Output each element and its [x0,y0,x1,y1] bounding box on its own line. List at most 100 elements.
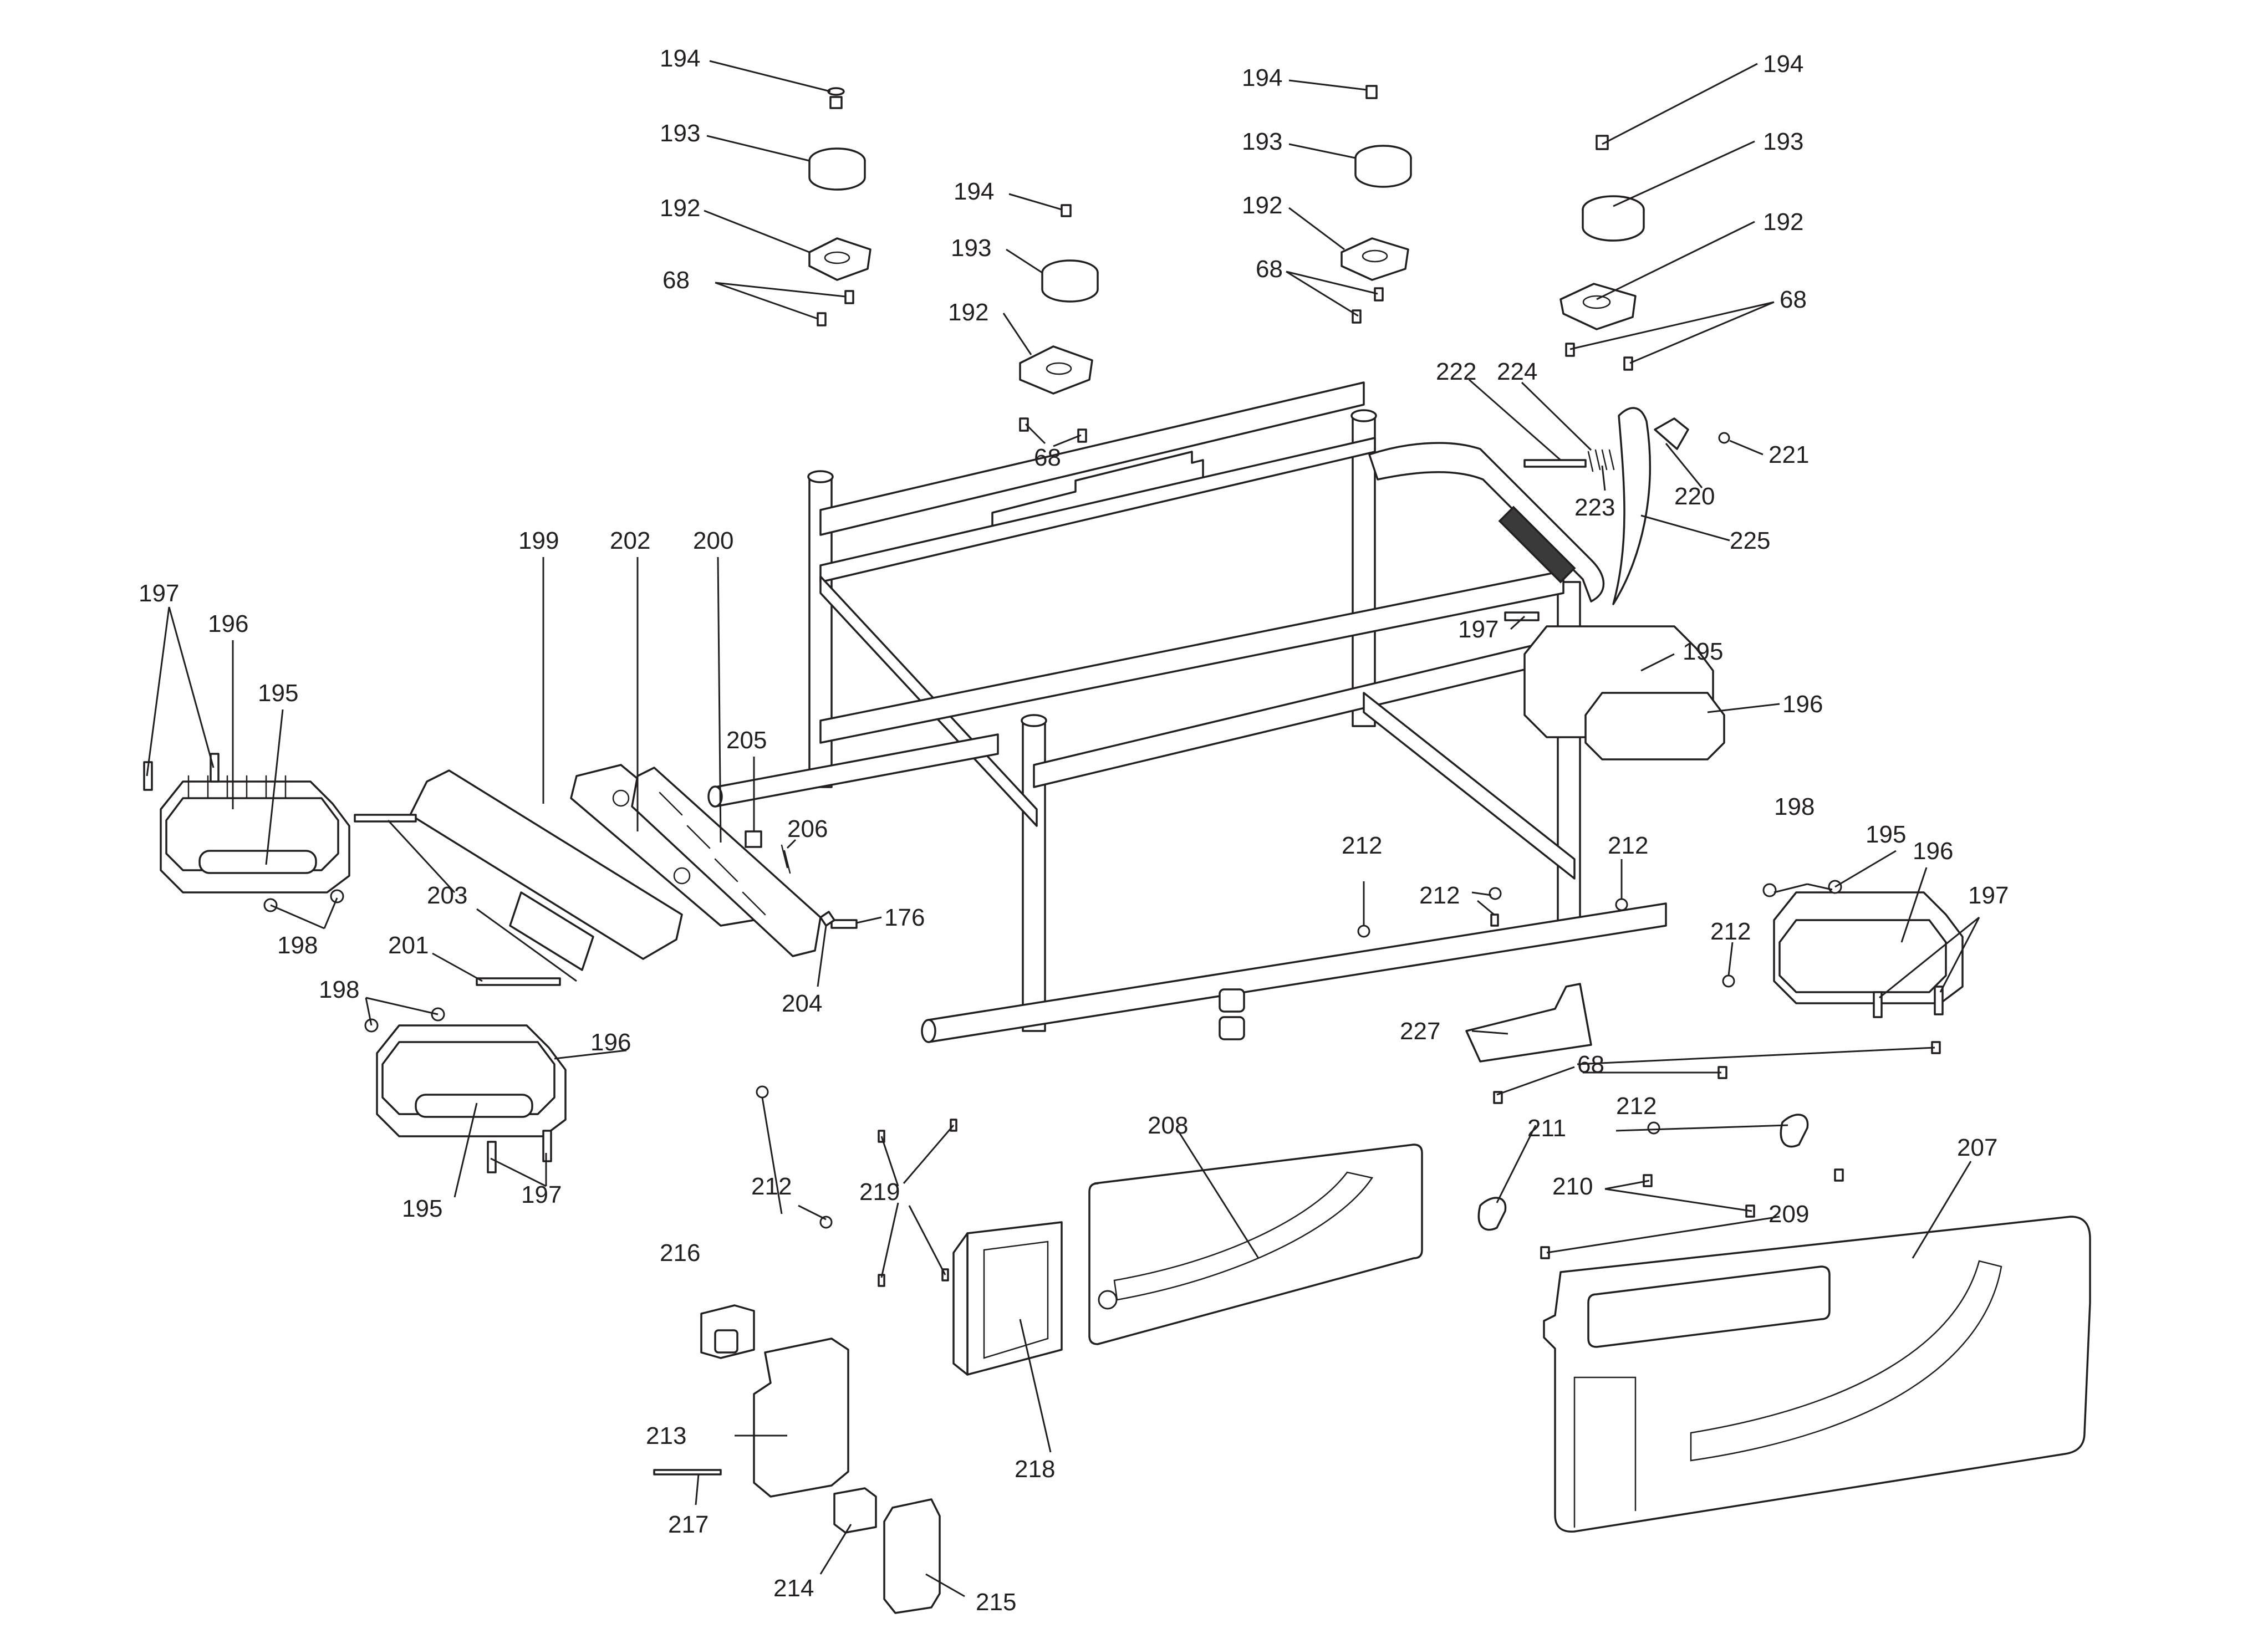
callout-212-e: 212 [751,1173,792,1200]
rack-200 [631,767,822,957]
support-foot-assembly-3 [1341,85,1412,324]
callout-68-a: 68 [662,267,690,294]
callout-196-d: 196 [1913,838,1953,865]
callout-193-d: 193 [1763,128,1803,155]
callout-204: 204 [782,990,822,1017]
badge [198,850,317,874]
callout-216: 216 [660,1239,700,1267]
leader-lines [146,60,1980,1597]
callout-211: 211 [1527,1115,1566,1142]
nut-212 [1357,925,1370,938]
callout-217: 217 [668,1511,709,1538]
callout-212-f: 212 [1616,1092,1657,1120]
callout-196-b: 196 [590,1029,631,1056]
small-hardware-left [354,814,858,986]
wheel-assembly-left-bottom [364,1007,567,1173]
stand-frame [707,381,1667,1043]
callout-194-b: 194 [954,178,994,205]
leveling-foot [1219,988,1245,1013]
lever-225 [1612,407,1652,605]
switch-parts [653,1119,957,1614]
callout-201: 201 [388,932,429,959]
callout-197-a: 197 [139,580,179,607]
bolt-222 [1523,459,1587,468]
callout-224: 224 [1497,358,1537,385]
screw-194 [829,96,843,109]
support-foot-assembly-1 [808,87,871,326]
callout-192-b: 192 [948,299,988,326]
callout-68-b: 68 [1034,444,1061,471]
callout-212-c: 212 [1608,832,1648,859]
housing-207 [1543,1216,2091,1533]
callout-219: 219 [859,1178,900,1206]
callout-195-c: 195 [1683,638,1723,665]
callout-208: 208 [1148,1112,1188,1139]
nut-221 [1718,432,1730,444]
pin-203 [354,814,417,823]
pin-201 [476,977,561,986]
callout-176: 176 [884,904,925,931]
foot-plate-192 [1019,345,1093,395]
callout-206: 206 [787,815,828,843]
wheel-assembly-left-top [143,753,350,912]
callout-209: 209 [1768,1201,1809,1228]
callout-192-c: 192 [1242,192,1282,219]
callout-195-b: 195 [402,1195,442,1222]
screw-176 [830,919,858,929]
callout-195-a: 195 [258,680,298,707]
spring-223 [1587,449,1615,472]
callout-197-c: 197 [1458,616,1499,643]
callout-192-d: 192 [1763,208,1803,236]
callout-196-c: 196 [1782,691,1823,718]
callout-212-b: 212 [1419,882,1460,909]
callout-197-d: 197 [1968,882,2009,909]
switch-paddle-214 [833,1487,877,1534]
callout-194-c: 194 [1242,64,1282,91]
screw-194 [1061,204,1072,217]
callout-193-c: 193 [1242,128,1282,155]
support-foot-assembly-4 [1559,135,1645,371]
callout-221: 221 [1768,441,1809,468]
callout-labels: 194 193 192 68 194 193 192 68 194 193 19… [139,45,2009,1616]
callout-68-c: 68 [1256,256,1283,283]
callout-196-a: 196 [208,610,248,637]
callout-198-a: 198 [277,932,318,959]
safety-key-215 [883,1498,941,1614]
callout-194-d: 194 [1763,50,1803,78]
clip-204 [819,911,835,927]
callout-220: 220 [1674,483,1715,510]
callout-198-b: 198 [319,976,359,1003]
handle-tube [1368,442,1605,603]
spring-206 [781,844,791,874]
callout-195-d: 195 [1866,821,1906,848]
callout-193-b: 193 [951,234,991,262]
support-foot-assembly-2 [1019,204,1099,443]
callout-223: 223 [1574,494,1615,521]
callout-197-b: 197 [521,1181,562,1208]
wheel-assembly-right-bottom [1762,880,1964,1018]
callout-210: 210 [1552,1173,1593,1200]
cover-plate-208 [1088,1143,1423,1345]
callout-68-e: 68 [1577,1051,1604,1078]
callout-212-d: 212 [1710,918,1751,945]
callout-202: 202 [610,527,650,554]
tabs-211 [1477,1114,1809,1231]
wheel-assembly-right-top [1504,611,1725,760]
callout-199: 199 [518,527,559,554]
release-lever-assembly [1523,407,1730,605]
callout-198-c: 198 [1774,793,1815,820]
callout-192-a: 192 [660,195,700,222]
pin-217 [653,1469,722,1476]
switch-guard-213 [753,1337,849,1498]
callout-205: 205 [726,727,767,754]
callout-68-d: 68 [1780,286,1807,313]
callout-194-a: 194 [660,45,700,72]
bracket-227 [1465,983,1592,1063]
handle-grip [1498,506,1576,584]
callout-212-a: 212 [1342,832,1382,859]
switch-box-218 [952,1221,1063,1376]
callout-214: 214 [773,1575,814,1602]
callout-207: 207 [1957,1134,1997,1161]
frame-top-rail [819,381,1365,536]
